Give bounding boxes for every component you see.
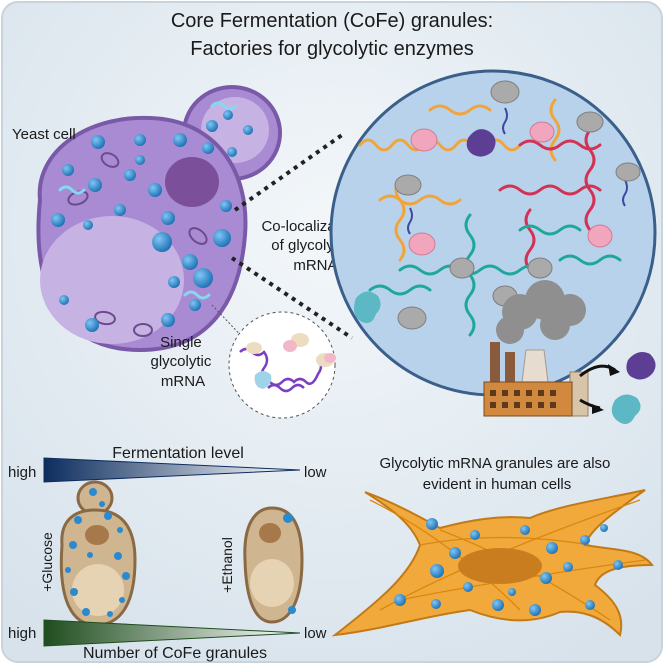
mrna-red: [498, 128, 602, 272]
yeast-cell: [36, 85, 282, 353]
human-nucleus: [458, 548, 542, 584]
factory-smoke: [496, 280, 586, 344]
yeast-granules: [51, 110, 253, 332]
human-granules: [394, 518, 623, 616]
nucleus: [165, 157, 219, 207]
label-yeast-cell: Yeast cell: [12, 126, 76, 143]
granules-title: Number of CoFe granules: [83, 645, 267, 662]
human-cell: [331, 489, 654, 637]
title-line-2: Factories for glycolytic enzymes: [190, 38, 473, 60]
label-single-mrna: Single glycolytic mRNA: [150, 334, 215, 390]
label-human-cells: Glycolytic mRNA granules are also eviden…: [379, 455, 614, 493]
enzyme-output-purple: [626, 352, 656, 380]
yeast-ethanol: [243, 506, 304, 624]
label-plus-glucose: +Glucose: [39, 532, 55, 592]
enzyme-teal: [354, 291, 381, 323]
fermentation-high: high: [8, 464, 36, 481]
granule-zoom: [329, 69, 657, 397]
fermentation-low: low: [304, 464, 327, 481]
yeast-glucose: [59, 480, 137, 627]
vacuole: [40, 216, 184, 344]
factory: [483, 342, 589, 417]
granules-high: high: [8, 625, 36, 642]
fermentation-gradient-wedge: [43, 457, 301, 483]
fermentation-title: Fermentation level: [112, 445, 244, 462]
zoom-lines: [230, 133, 354, 340]
label-plus-ethanol: +Ethanol: [219, 537, 235, 593]
enzyme-output-teal: [611, 394, 641, 424]
granules-gradient-wedge: [43, 619, 301, 647]
title-line-1: Core Fermentation (CoFe) granules:: [171, 10, 493, 32]
granules-low: low: [304, 625, 327, 642]
enzymes-pink: [408, 121, 613, 256]
enzyme-purple: [466, 129, 496, 157]
single-mrna-inset: [228, 311, 336, 419]
